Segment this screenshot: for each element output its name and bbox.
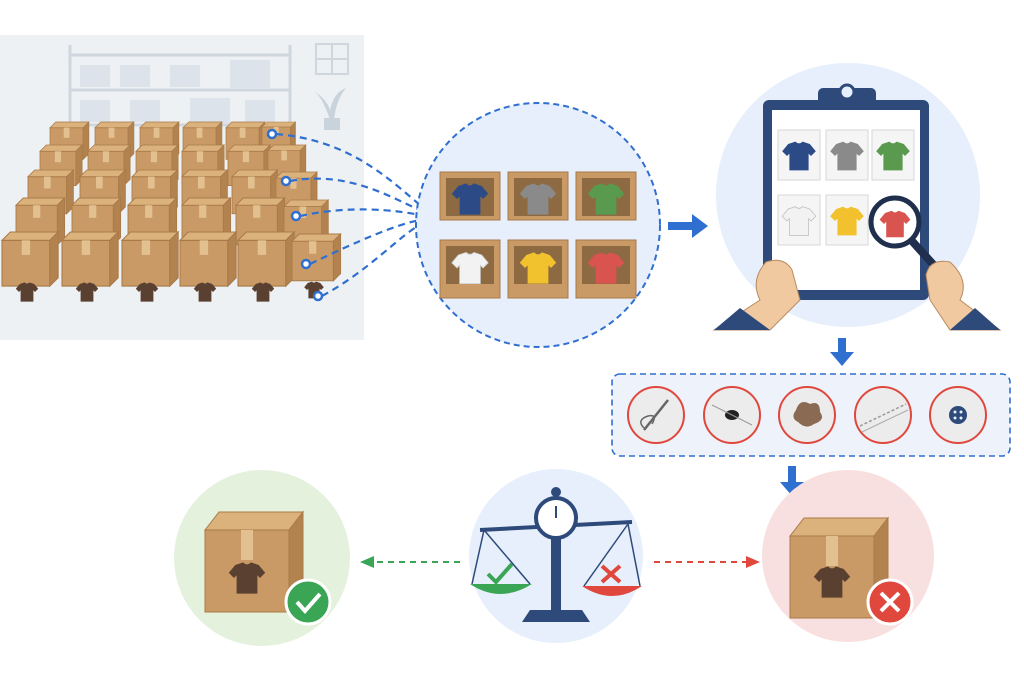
check-icon (295, 592, 322, 615)
button-icon (929, 386, 987, 444)
shirt-grid (777, 129, 915, 246)
decision-circle (469, 469, 643, 643)
stain-icon (778, 386, 836, 444)
accept-circle (174, 470, 350, 646)
sample-circle (415, 102, 661, 348)
hole-icon (703, 386, 761, 444)
hands-icon (712, 259, 1002, 331)
cross-icon (879, 591, 901, 613)
inspection-circle (712, 63, 1002, 331)
rejected-carton-icon (788, 516, 890, 620)
broken-stitch-icon (854, 386, 912, 444)
reject-arrow (654, 556, 760, 568)
defect-types-panel (611, 373, 1011, 457)
cross-icon (600, 564, 622, 584)
warehouse-panel (0, 35, 364, 340)
accept-arrow (360, 556, 460, 568)
plant-icon (312, 88, 346, 130)
arrow-right-icon (668, 214, 708, 238)
window-icon (315, 43, 349, 75)
arrow-down-icon (830, 338, 854, 366)
carton-stack (1, 121, 342, 302)
sampling-arrows (275, 132, 421, 297)
magnifier-icon (868, 195, 944, 276)
balance-scale-icon (470, 487, 642, 622)
needle-thread-icon (627, 386, 685, 444)
reject-circle (762, 470, 934, 642)
check-icon (486, 562, 514, 585)
